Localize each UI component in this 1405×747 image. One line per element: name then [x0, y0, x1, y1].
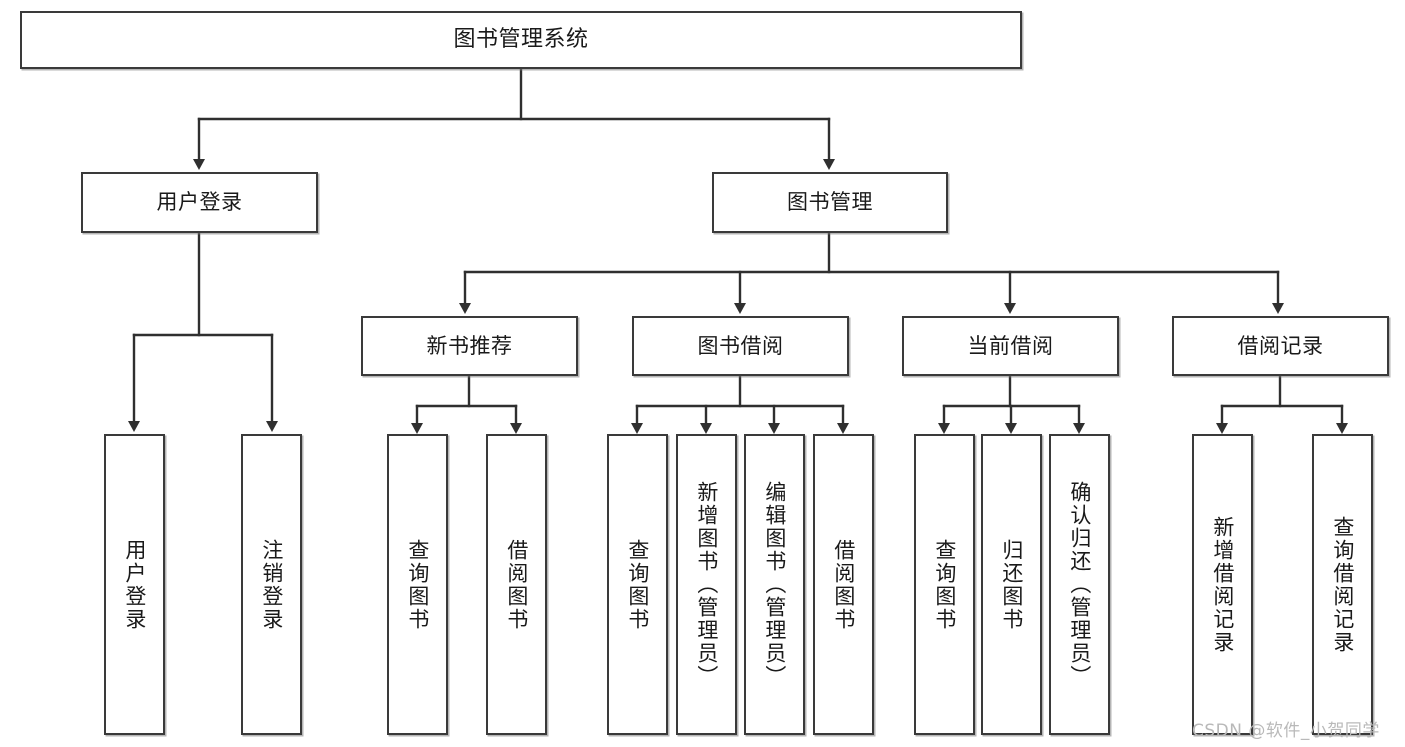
node-leaf-add-record-label: 新增借阅记录: [1210, 515, 1235, 654]
node-leaf-add-book-label: 新增图书（管理员）: [694, 481, 719, 688]
node-leaf-user-login-label: 用户登录: [122, 538, 147, 631]
node-book-mgmt[interactable]: 图书管理: [712, 172, 948, 233]
node-leaf-borrow-book-2[interactable]: 借阅图书: [813, 434, 874, 735]
node-leaf-edit-book-label: 编辑图书（管理员）: [762, 481, 787, 688]
node-leaf-confirm-return[interactable]: 确认归还（管理员）: [1049, 434, 1110, 735]
node-leaf-query-book-3[interactable]: 查询图书: [914, 434, 975, 735]
node-current-borrow[interactable]: 当前借阅: [902, 316, 1119, 376]
node-root[interactable]: 图书管理系统: [20, 11, 1022, 69]
node-borrow-record[interactable]: 借阅记录: [1172, 316, 1389, 376]
node-leaf-user-login[interactable]: 用户登录: [104, 434, 165, 735]
node-current-borrow-label: 当前借阅: [967, 333, 1054, 358]
node-leaf-query-book-2-label: 查询图书: [625, 538, 650, 631]
node-leaf-query-record[interactable]: 查询借阅记录: [1312, 434, 1373, 735]
node-book-borrow[interactable]: 图书借阅: [632, 316, 849, 376]
node-new-book-rec[interactable]: 新书推荐: [361, 316, 578, 376]
node-borrow-record-label: 借阅记录: [1237, 333, 1324, 358]
node-leaf-query-book-1[interactable]: 查询图书: [387, 434, 448, 735]
node-leaf-user-logout[interactable]: 注销登录: [241, 434, 302, 735]
node-leaf-borrow-book-2-label: 借阅图书: [831, 538, 856, 631]
node-leaf-query-book-3-label: 查询图书: [932, 538, 957, 631]
node-leaf-query-record-label: 查询借阅记录: [1330, 515, 1355, 654]
node-leaf-confirm-return-label: 确认归还（管理员）: [1067, 481, 1092, 688]
node-new-book-rec-label: 新书推荐: [426, 333, 513, 358]
node-leaf-user-logout-label: 注销登录: [259, 538, 284, 631]
node-user-login[interactable]: 用户登录: [81, 172, 318, 233]
node-leaf-edit-book[interactable]: 编辑图书（管理员）: [744, 434, 805, 735]
node-leaf-borrow-book-1-label: 借阅图书: [504, 538, 529, 631]
node-leaf-query-book-2[interactable]: 查询图书: [607, 434, 668, 735]
node-book-borrow-label: 图书借阅: [697, 333, 784, 358]
node-user-login-label: 用户登录: [156, 190, 243, 215]
node-book-mgmt-label: 图书管理: [787, 190, 873, 215]
watermark: CSDN @软件_小贺同学: [1192, 721, 1380, 741]
node-leaf-query-book-1-label: 查询图书: [405, 538, 430, 631]
node-leaf-return-book-label: 归还图书: [999, 538, 1024, 631]
node-leaf-borrow-book-1[interactable]: 借阅图书: [486, 434, 547, 735]
node-leaf-add-record[interactable]: 新增借阅记录: [1192, 434, 1253, 735]
node-leaf-return-book[interactable]: 归还图书: [981, 434, 1042, 735]
node-leaf-add-book[interactable]: 新增图书（管理员）: [676, 434, 737, 735]
node-root-label: 图书管理系统: [453, 27, 589, 53]
